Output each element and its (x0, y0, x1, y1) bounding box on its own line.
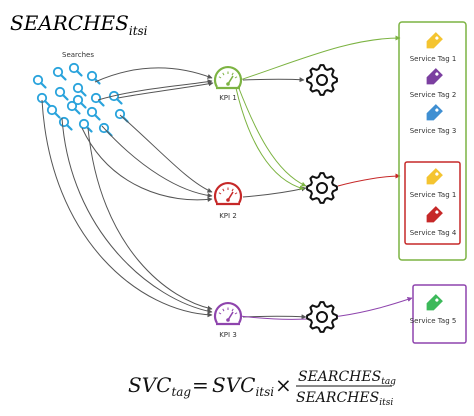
formula-denominator: SEARCHES (296, 390, 379, 406)
search-icon (36, 92, 51, 107)
kpi-to-service-edges (235, 35, 413, 320)
edge-kpi2-gear2 (242, 186, 307, 198)
search-icon (72, 94, 87, 109)
search-icon (32, 74, 47, 89)
search-icon (68, 62, 83, 77)
edge-search-kpi1 (97, 79, 213, 101)
edge-gear2-services (337, 173, 401, 187)
kpi-group: KPI 1 KPI 2 KPI 3 (213, 66, 243, 339)
service-tag-group: Service Tag 1 Service Tag 2 Service Tag 3 S… (410, 32, 457, 325)
formula-denominator-sub: itsi (379, 398, 393, 408)
kpi-to-gear-edges (242, 77, 307, 320)
kpi-label: KPI 1 (219, 94, 237, 102)
kpi-gauge-icon (213, 66, 243, 90)
svg-text:SEARCHEStag: SEARCHEStag (298, 369, 396, 387)
edge-search-kpi3 (61, 117, 213, 314)
formula-mid: SVC (212, 373, 255, 397)
search-icon (90, 92, 105, 107)
edge-kpi1-gear2 (237, 85, 307, 187)
kpi-gauge-icon (213, 302, 243, 326)
kpi-label: KPI 3 (219, 331, 237, 339)
gear-group (306, 64, 338, 333)
service-group-box-2 (404, 161, 461, 245)
tag-icon (426, 294, 443, 311)
edge-search-kpi2 (119, 114, 213, 193)
edge-kpi1-services (239, 35, 401, 81)
gear-icon (306, 301, 338, 333)
formula-lhs: SVC (128, 373, 171, 397)
searches-label: Searches (62, 51, 94, 59)
edge-kpi3-services (239, 297, 413, 320)
formula-numerator-sub: tag (381, 377, 396, 387)
service-tag-label: Service Tag 4 (410, 229, 457, 237)
search-icon (58, 116, 73, 131)
diagram-title: SEARCHESitsi (10, 11, 148, 38)
search-icon (52, 66, 67, 81)
service-tag-label: Service Tag 5 (410, 317, 457, 325)
service-group-box-3 (412, 284, 467, 344)
search-icon (78, 118, 93, 133)
formula-mid-sub: itsi (255, 385, 274, 399)
formula: SVCtag = SVCitsi × SEARCHEStag SEARCHESi… (128, 369, 396, 408)
tag-icon (426, 168, 443, 185)
service-tag-label: Service Tag 3 (410, 127, 457, 135)
edge-search-kpi1 (117, 81, 214, 99)
search-icon (72, 82, 87, 97)
edge-search-kpi3 (87, 127, 213, 311)
search-icon (46, 104, 61, 119)
search-icon (86, 70, 101, 85)
svg-text:SVCitsi: SVCitsi (212, 373, 274, 399)
edge-kpi1-gear1 (242, 77, 305, 83)
service-tag-label: Service Tag 2 (410, 91, 457, 99)
service-tag-label: Service Tag 1 (410, 55, 457, 63)
edge-search-kpi1 (94, 67, 213, 83)
tag-icon (426, 104, 443, 121)
edge-search-kpi3 (41, 99, 213, 318)
edge-search-kpi2 (101, 125, 213, 198)
tag-icon (426, 32, 443, 49)
kpi-label: KPI 2 (219, 212, 237, 220)
gear-icon (306, 172, 338, 204)
tag-icon (426, 206, 443, 223)
tag-icon (426, 68, 443, 85)
search-icon (66, 100, 81, 115)
formula-times: × (275, 373, 292, 397)
formula-equals: = (192, 373, 209, 397)
edge-kpi1-gear2 (235, 87, 305, 191)
svg-text:SEARCHESitsi: SEARCHESitsi (296, 390, 393, 408)
gear-icon (306, 64, 338, 96)
title-main: SEARCHES (10, 11, 129, 35)
formula-numerator: SEARCHES (298, 369, 381, 385)
title-sub: itsi (129, 24, 148, 38)
service-group-box-1 (398, 21, 467, 261)
kpi-gauge-icon (213, 182, 243, 206)
search-to-kpi-edges (41, 67, 214, 318)
search-icon (54, 86, 69, 101)
search-icon (86, 106, 101, 121)
svg-text:SVCtag: SVCtag (128, 373, 191, 399)
edge-search-kpi2 (81, 127, 213, 203)
service-tag-label: Service Tag 1 (410, 191, 457, 199)
formula-lhs-sub: tag (171, 385, 191, 399)
